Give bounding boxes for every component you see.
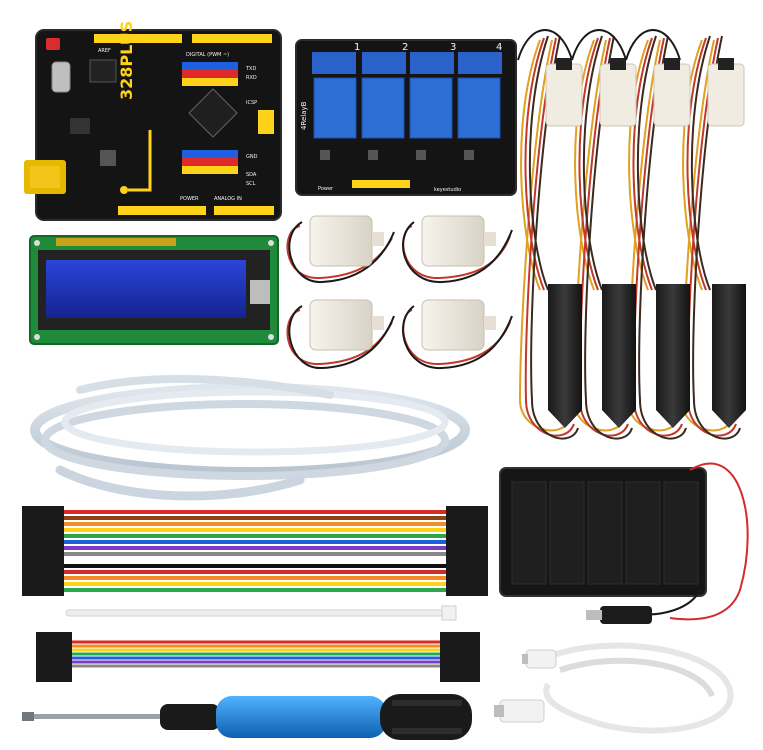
silicone-tube	[30, 375, 470, 501]
icsp-label: ICSP	[246, 100, 257, 106]
jumper-connectors-left	[22, 506, 64, 596]
relay-brand-text: keyestudio	[434, 187, 461, 193]
relay-channel-1: 1	[354, 42, 360, 53]
water-pump-2	[402, 215, 513, 284]
gnd-label: GND	[246, 154, 258, 160]
battery-holder	[499, 462, 749, 624]
analog-label: ANALOG IN	[214, 196, 242, 202]
soil-sensors	[517, 29, 746, 440]
relay-model-text: 4RelayB	[300, 101, 308, 130]
relay-channel-2: 2	[402, 42, 408, 53]
digital-label: DIGITAL (PWM ~)	[186, 52, 229, 58]
board-brand-text: 328PLUS	[117, 21, 136, 100]
aref-label: AREF	[98, 48, 111, 54]
sda-label: SDA	[246, 172, 257, 178]
pin-header-blocks	[182, 62, 274, 174]
water-pump-4	[402, 299, 513, 370]
jumper-connectors-right	[446, 506, 488, 596]
usb-cable	[494, 642, 734, 734]
lcd-module	[29, 235, 279, 345]
controller-board: 328PLUS DIGITAL (PWM ~) TXD RXD ICSP GND…	[24, 21, 282, 221]
jumper-wires-ribbon	[70, 640, 440, 672]
power-label: POWER	[180, 196, 199, 202]
relay-channel-4: 4	[496, 42, 502, 53]
screwdriver	[22, 694, 472, 740]
jumper-wires-bundle	[60, 510, 450, 592]
scl-label: SCL	[246, 181, 256, 187]
relay-channel-3: 3	[450, 42, 456, 53]
tx-label: TXD	[245, 66, 256, 72]
relay-power-label: Power	[318, 186, 334, 192]
water-pump-1	[286, 215, 395, 284]
water-pump-3	[286, 299, 395, 370]
rx-label: RXD	[246, 75, 257, 81]
ribbon-connectors-left	[36, 632, 72, 682]
relay-module: 1 2 3 4 4RelayB Power keyestudio	[295, 39, 517, 196]
cable-tie	[65, 605, 457, 621]
ribbon-connectors-right	[440, 632, 480, 682]
